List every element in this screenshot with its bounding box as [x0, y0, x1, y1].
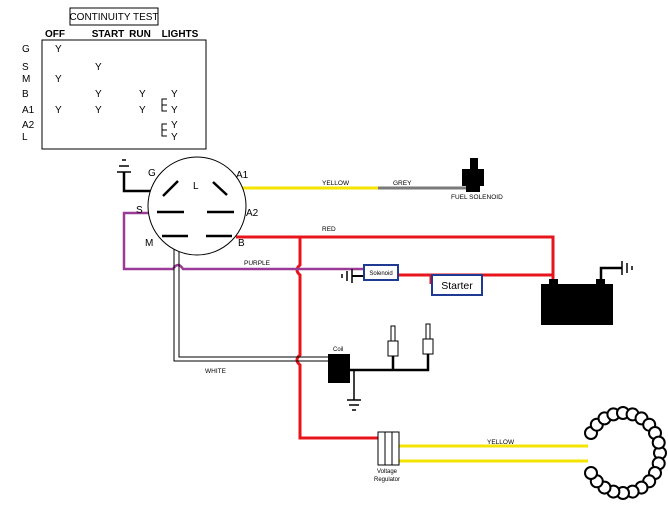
cell-m-off: Y	[55, 74, 62, 85]
row-label-a1: A1	[22, 105, 35, 116]
terminal-s-label: S	[136, 205, 143, 216]
voltage-regulator: Voltage Regulator	[374, 431, 400, 483]
cell-a1-lights: Y	[171, 105, 178, 116]
battery-ground-icon	[621, 261, 633, 275]
cell-b-start: Y	[95, 89, 102, 100]
switch-ground-icon	[117, 159, 131, 173]
column-header-lights: LIGHTS	[162, 29, 199, 40]
table-title: CONTINUITY TEST	[69, 12, 158, 23]
column-header-off: OFF	[45, 29, 65, 40]
fuel-solenoid: FUEL SOLENOID	[451, 158, 503, 201]
battery-icon	[541, 284, 613, 325]
stator-coil	[584, 466, 598, 480]
cell-g-off: Y	[55, 44, 62, 55]
purple-wire-solenoid	[122, 211, 364, 271]
switch-contacts	[157, 180, 234, 238]
starter-box	[431, 274, 483, 296]
g-ground-wire	[122, 172, 157, 193]
table-column-headers: OFF START RUN LIGHTS	[45, 29, 199, 40]
voltage-regulator-icon	[377, 431, 400, 466]
purple-wire-label: PURPLE	[244, 260, 271, 267]
coil-label: Coil	[333, 347, 343, 353]
yellow-stator-wire-label: YELLOW	[487, 439, 515, 446]
battery	[541, 279, 613, 325]
spark-plug-1-icon	[387, 325, 399, 357]
terminal-a2-label: A2	[246, 208, 259, 219]
solenoid-label: Solenoid	[369, 271, 392, 277]
row-label-b: B	[22, 89, 29, 100]
cell-b-lights: Y	[171, 89, 178, 100]
lights-bracket-a2-l	[161, 123, 167, 137]
column-header-start: START	[92, 29, 125, 40]
fuel-solenoid-label: FUEL SOLENOID	[451, 194, 503, 201]
solenoid-box	[363, 264, 399, 281]
cell-l-lights: Y	[171, 132, 178, 143]
terminal-a1-label: A1	[236, 170, 249, 181]
battery-ground-wire	[599, 266, 622, 284]
yellow-wire-label: YELLOW	[322, 180, 350, 187]
terminal-l-label: L	[193, 181, 199, 192]
table-title-box	[69, 7, 159, 26]
wires	[122, 172, 622, 463]
voltage-regulator-label-line1: Voltage	[377, 469, 398, 475]
coil-output-wire	[350, 354, 430, 372]
white-wire-coil-inner	[178, 238, 328, 358]
cell-a2-lights: Y	[171, 120, 178, 131]
lights-bracket-b-a1	[161, 98, 167, 112]
cell-a1-run: Y	[139, 105, 146, 116]
voltage-regulator-label-line2: Regulator	[374, 477, 400, 483]
stator-coil	[651, 435, 666, 450]
ignition-switch: G L A1 S A2 M B	[136, 156, 259, 256]
white-wire-coil-outer	[173, 238, 328, 362]
ignition-coil: Coil	[328, 347, 350, 383]
cell-s-start: Y	[95, 62, 102, 73]
grey-wire-label: GREY	[393, 180, 412, 187]
red-wire-label: RED	[322, 226, 336, 233]
spark-plug-2-icon	[422, 323, 434, 355]
terminal-b-label: B	[238, 238, 245, 249]
terminal-m-label: M	[145, 238, 153, 249]
red-wire-battery	[236, 235, 555, 284]
stator-icon	[584, 406, 667, 500]
coil-ground-icon	[347, 399, 361, 411]
red-wire-trunk	[295, 237, 378, 440]
white-wire-label: WHITE	[205, 368, 227, 375]
column-header-run: RUN	[129, 29, 151, 40]
starter-label: Starter	[441, 280, 473, 292]
ground-symbol-solenoid	[341, 269, 353, 283]
cell-a1-off: Y	[55, 105, 62, 116]
terminal-g-label: G	[148, 168, 156, 179]
row-label-m: M	[22, 74, 30, 85]
row-label-a2: A2	[22, 120, 35, 131]
row-label-g: G	[22, 44, 30, 55]
table-grid-box	[41, 39, 207, 150]
cell-b-run: Y	[139, 89, 146, 100]
row-label-s: S	[22, 62, 29, 73]
row-label-l: L	[22, 132, 28, 143]
switch-body	[147, 156, 247, 256]
cell-a1-start: Y	[95, 105, 102, 116]
fuel-solenoid-icon	[462, 169, 484, 186]
coil-icon	[328, 354, 350, 383]
